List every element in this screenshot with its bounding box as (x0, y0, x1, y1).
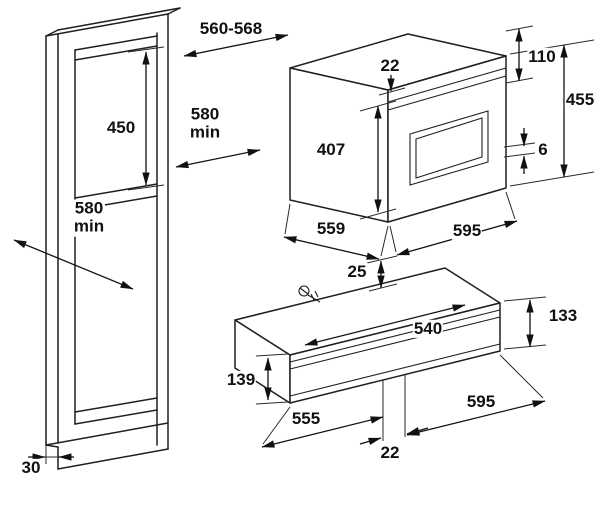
dim-drawer-body-width-arrow (261, 416, 384, 448)
cabinet-outline (45, 7, 181, 470)
dim-label-niche-height: 450 (105, 117, 137, 138)
dim-label-niche-width: 560-568 (198, 18, 264, 39)
dim-label-niche-depth: 580 min (188, 104, 222, 143)
dim-label-oven-height: 455 (564, 89, 596, 110)
dim-drawer-depth-arrow (304, 304, 466, 346)
dim-label-door-height: 407 (315, 139, 347, 160)
dim-label-oven-width: 595 (451, 220, 483, 241)
dim-label-top-offset: 110 (527, 46, 557, 67)
dim-label-plinth-recess: 30 (20, 457, 42, 478)
dim-niche-depth-arrow (175, 148, 261, 169)
dim-oven-depth-arrow (283, 236, 380, 260)
dim-label-bottom-offset: 22 (379, 442, 401, 463)
screw-icon (298, 285, 321, 303)
dim-label-oven-top-gap: 22 (379, 55, 401, 76)
dim-bottom-offset-arrow-left (359, 437, 382, 445)
dim-label-oven-depth: 559 (315, 218, 347, 239)
dim-label-cabinet-depth: 580 min (72, 198, 106, 237)
dim-label-vertical-gap: 25 (346, 261, 368, 282)
dim-label-drawer-width: 595 (465, 391, 497, 412)
dimension-lines (13, 28, 568, 461)
dim-label-drawer-side-height: 133 (547, 305, 579, 326)
oven-door-window (409, 110, 489, 186)
dim-label-drawer-body-width: 555 (290, 408, 322, 429)
dim-label-drawer-front-height: 139 (225, 369, 257, 390)
dim-label-side-gap: 6 (537, 139, 549, 160)
dim-cabinet-depth-arrow (13, 239, 134, 290)
drawer-drawing (234, 267, 501, 404)
dim-bottom-offset-arrow-right (406, 427, 429, 435)
dim-label-drawer-depth: 540 (412, 318, 444, 339)
dim-niche-width-arrow (183, 33, 289, 58)
dim-drawer-width-arrow (406, 400, 546, 436)
